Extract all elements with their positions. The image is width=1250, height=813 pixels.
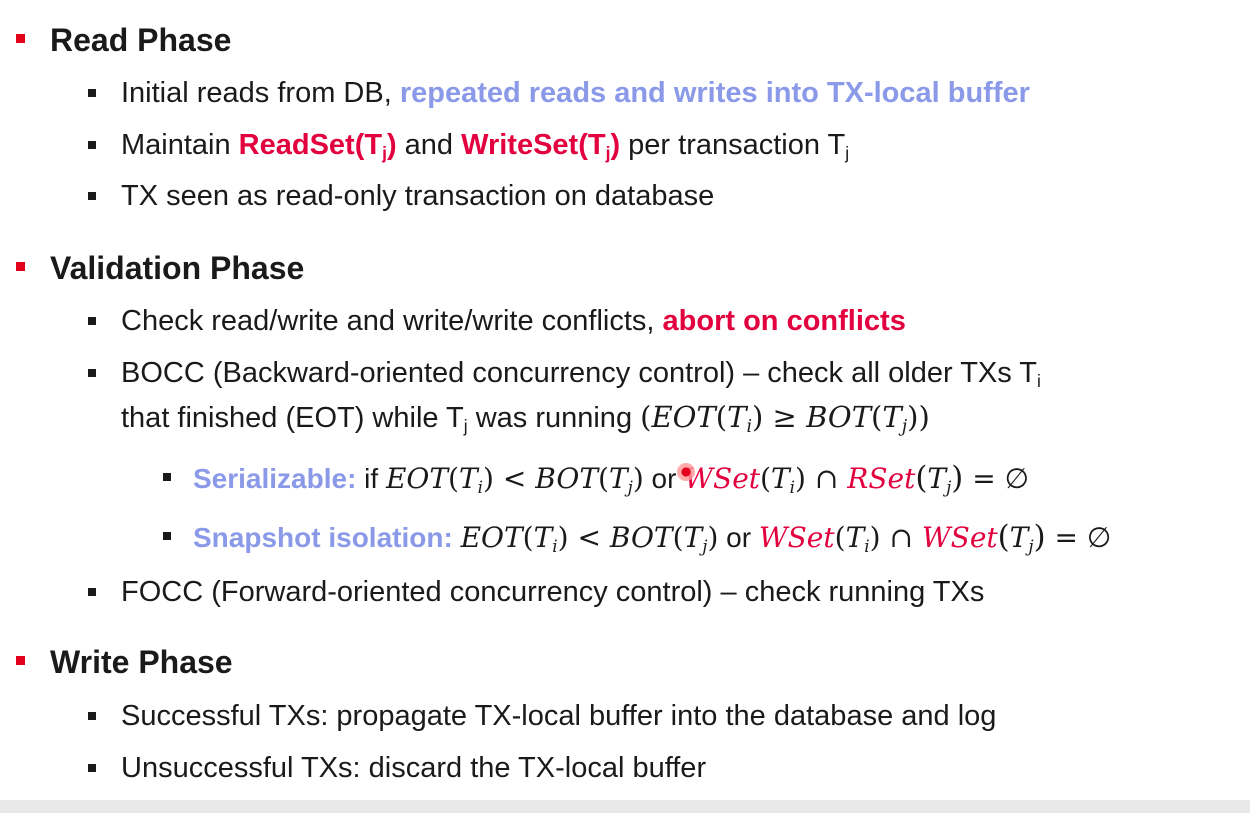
highlight-text: repeated reads and writes into TX-local … bbox=[399, 77, 1030, 109]
bullet-square-icon bbox=[88, 89, 96, 97]
bullet-square-icon bbox=[88, 317, 96, 325]
validation-bullet-3: FOCC (Forward-oriented concurrency contr… bbox=[88, 578, 984, 607]
bullet-square-icon bbox=[88, 764, 96, 772]
bullet-square-icon bbox=[163, 473, 171, 481]
writeset-label: WriteSet(Tj) bbox=[461, 129, 621, 164]
bullet-square-icon bbox=[16, 34, 25, 43]
bullet-square-icon bbox=[16, 262, 25, 271]
snapshot-bullet: Snapshot isolation: EOT(Ti) < BOT(Tj) or… bbox=[163, 519, 1112, 557]
bullet-square-icon bbox=[88, 369, 96, 377]
serializable-formula-2: WSet(Ti) ∩ RSet(Tj) = ∅ bbox=[684, 460, 1029, 498]
highlight-text: abort on conflicts bbox=[662, 305, 906, 337]
read-phase-heading: Read Phase bbox=[16, 24, 231, 56]
bottom-bar bbox=[0, 800, 1250, 813]
write-phase-heading: Write Phase bbox=[16, 646, 233, 678]
bullet-square-icon bbox=[88, 192, 96, 200]
bullet-square-icon bbox=[88, 588, 96, 596]
readset-label: ReadSet(Tj) bbox=[238, 129, 397, 164]
write-bullet-2: Unsuccessful TXs: discard the TX-local b… bbox=[88, 754, 706, 783]
serializable-bullet: Serializable: if EOT(Ti) < BOT(Tj) or WS… bbox=[163, 460, 1029, 498]
bullet-square-icon bbox=[16, 656, 25, 665]
write-bullet-1: Successful TXs: propagate TX-local buffe… bbox=[88, 702, 996, 731]
serializable-formula-1: EOT(Ti) < BOT(Tj) bbox=[385, 462, 644, 498]
snapshot-formula-2: WSet(Ti) ∩ WSet(Tj) = ∅ bbox=[758, 519, 1112, 557]
read-bullet-2: Maintain ReadSet(Tj) and WriteSet(Tj) pe… bbox=[88, 129, 849, 164]
read-bullet-1: Initial reads from DB, repeated reads an… bbox=[88, 77, 1030, 109]
bullet-square-icon bbox=[88, 141, 96, 149]
bullet-square-icon bbox=[88, 712, 96, 720]
validation-bullet-2-line-1: BOCC (Backward-oriented concurrency cont… bbox=[88, 359, 1041, 390]
laser-pointer-icon bbox=[677, 463, 695, 481]
snapshot-formula-1: EOT(Ti) < BOT(Tj) bbox=[460, 521, 719, 557]
bocc-formula: (EOT(Ti) ≥ BOT(Tj)) bbox=[640, 400, 930, 438]
validation-bullet-1: Check read/write and write/write conflic… bbox=[88, 305, 906, 337]
validation-bullet-2-line-2: that finished (EOT) while Tj was running… bbox=[121, 400, 930, 438]
bullet-square-icon bbox=[163, 532, 171, 540]
read-bullet-3: TX seen as read-only transaction on data… bbox=[88, 182, 714, 211]
validation-phase-heading: Validation Phase bbox=[16, 252, 304, 284]
